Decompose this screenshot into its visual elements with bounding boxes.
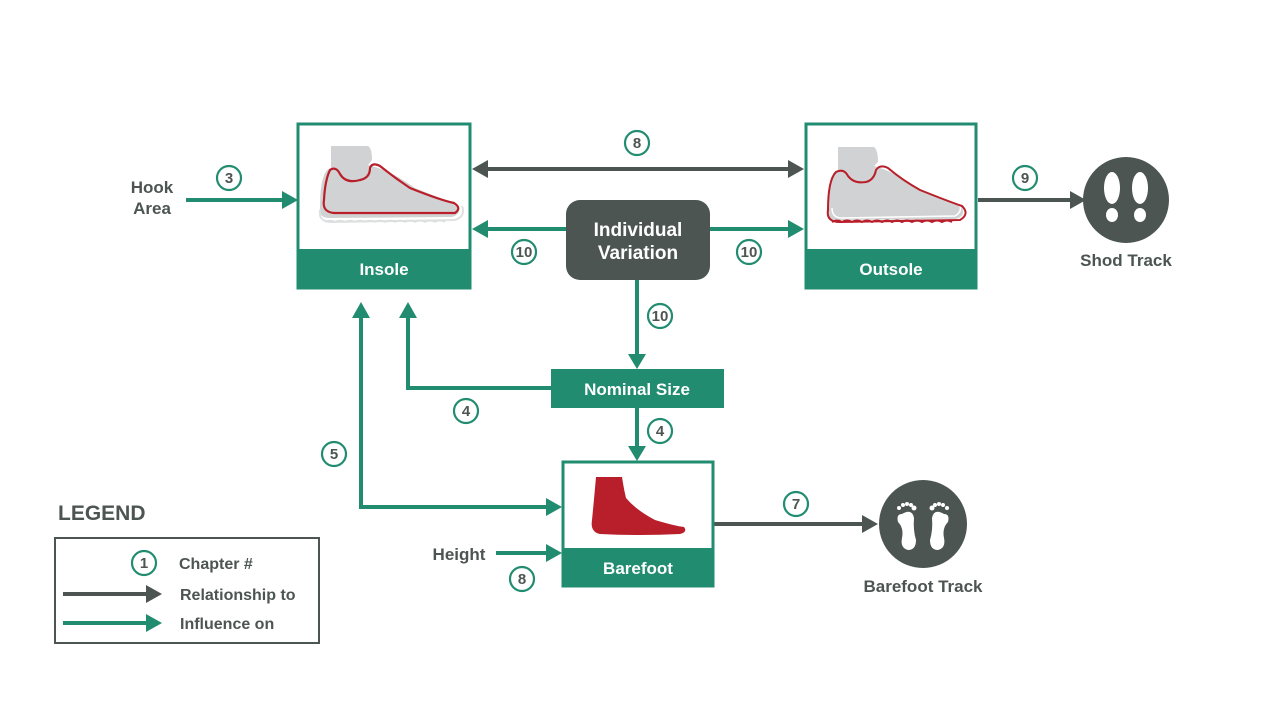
svg-text:Relationship to: Relationship to xyxy=(180,587,296,604)
edge-nominal-size-to-barefoot xyxy=(628,408,646,461)
node-outsole[interactable]: Outsole xyxy=(804,122,978,290)
chapter-badge: 10 xyxy=(646,302,674,330)
legend-item-influence: Influence on xyxy=(63,614,274,633)
svg-text:7: 7 xyxy=(792,496,800,513)
legend: LEGEND 1 Chapter # Relationship to Influ… xyxy=(54,502,320,644)
dark-arrow-icon xyxy=(146,585,162,603)
legend-item-relationship: Relationship to xyxy=(63,585,296,604)
svg-text:4: 4 xyxy=(462,403,471,420)
edge-barefoot-insole-influence xyxy=(352,302,562,516)
svg-text:9: 9 xyxy=(1021,170,1029,187)
edge-variation-to-outsole xyxy=(710,220,804,238)
node-barefoot-track[interactable]: Barefoot Track xyxy=(863,480,983,596)
chapter-badge: 9 xyxy=(1011,164,1039,192)
legend-title: LEGEND xyxy=(58,502,146,525)
edge-nominal-size-to-insole xyxy=(399,302,551,390)
svg-text:10: 10 xyxy=(741,244,758,261)
individual-variation-label-line2: Variation xyxy=(598,243,678,264)
node-insole[interactable]: Insole xyxy=(296,122,472,290)
node-nominal-size[interactable]: Nominal Size xyxy=(551,369,724,408)
chapter-badge: 3 xyxy=(215,164,243,192)
insole-label: Insole xyxy=(359,260,408,279)
node-barefoot[interactable]: Barefoot xyxy=(561,460,715,588)
svg-text:8: 8 xyxy=(518,571,526,588)
nominal-size-label: Nominal Size xyxy=(584,380,690,399)
edge-variation-to-nominal-size xyxy=(628,280,646,369)
outsole-label: Outsole xyxy=(859,260,922,279)
individual-variation-label-line1: Individual xyxy=(594,220,683,241)
shoe-outsole-icon xyxy=(826,147,967,224)
foot-icon xyxy=(591,477,686,535)
chapter-badge: 4 xyxy=(452,397,480,425)
height-label: Height xyxy=(433,545,486,564)
chapter-badge: 10 xyxy=(510,238,538,266)
chapter-badge: 8 xyxy=(623,129,651,157)
svg-text:4: 4 xyxy=(656,423,665,440)
node-shod-track[interactable]: Shod Track xyxy=(1080,157,1172,270)
shoe-insole-icon xyxy=(318,146,465,224)
edge-variation-to-insole xyxy=(472,220,566,238)
footprints-icon xyxy=(897,502,949,550)
edge-outsole-to-shod-track xyxy=(978,191,1086,209)
chapter-badge: 5 xyxy=(320,440,348,468)
legend-item-chapter: 1 Chapter # xyxy=(130,549,253,577)
chapter-badge: 8 xyxy=(508,565,536,593)
node-individual-variation[interactable]: Individual Variation xyxy=(566,200,710,280)
edge-height-to-barefoot xyxy=(496,544,562,562)
green-arrow-icon xyxy=(146,614,162,632)
chapter-badge: 10 xyxy=(735,238,763,266)
chapter-badge: 4 xyxy=(646,417,674,445)
svg-text:8: 8 xyxy=(633,135,641,152)
svg-text:1: 1 xyxy=(140,555,148,572)
barefoot-track-label: Barefoot Track xyxy=(863,577,983,596)
svg-text:5: 5 xyxy=(330,446,338,463)
shoe-prints-icon xyxy=(1104,172,1148,222)
shod-track-label: Shod Track xyxy=(1080,251,1172,270)
edge-insole-outsole-relationship xyxy=(472,160,804,178)
svg-text:10: 10 xyxy=(516,244,533,261)
edge-barefoot-to-barefoot-track xyxy=(714,515,878,533)
hook-area-label-line1: Hook xyxy=(131,178,174,197)
hook-area-label-line2: Area xyxy=(133,199,171,218)
svg-text:Influence on: Influence on xyxy=(180,616,274,633)
svg-text:Chapter #: Chapter # xyxy=(179,556,253,573)
svg-text:10: 10 xyxy=(652,308,669,325)
svg-text:3: 3 xyxy=(225,170,233,187)
edge-hook-area-to-insole xyxy=(186,191,298,209)
chapter-badge: 7 xyxy=(782,490,810,518)
barefoot-label: Barefoot xyxy=(603,559,673,578)
